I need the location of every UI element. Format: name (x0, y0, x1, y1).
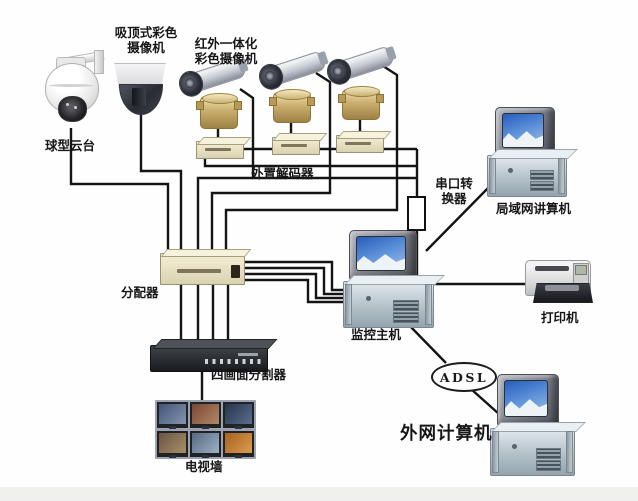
adsl-label: ADSL (439, 369, 489, 385)
tv-monitor (155, 400, 190, 430)
serial-converter-box (407, 196, 426, 231)
case-rail-icon (345, 284, 352, 325)
label-distributor: 分配器 (121, 285, 159, 300)
quad-splitter-box (150, 345, 268, 372)
case-rail-icon (566, 431, 573, 473)
case-vent-icon (393, 312, 419, 323)
ptz-seam-icon (49, 84, 93, 87)
case-rail-icon (558, 158, 565, 194)
wire-host-to-lan (425, 183, 493, 252)
label-quad-splitter: 四画面分割器 (211, 367, 287, 382)
external-case (490, 428, 575, 476)
tv-screen (192, 433, 219, 453)
printer-paper-icon (545, 285, 579, 291)
printer-slot-icon (535, 266, 569, 271)
tv-screen (225, 433, 252, 453)
wire-decoder1-feed (203, 158, 417, 168)
power-button-icon (512, 444, 517, 449)
decoder-text-strip (345, 142, 371, 145)
bottom-strip (0, 487, 638, 501)
wire-dome-to-distributor (139, 104, 183, 255)
tv-screen (192, 404, 219, 424)
case-rail-icon (492, 431, 499, 473)
case-vent-icon (530, 181, 554, 191)
splitter-tag-icon (238, 353, 258, 356)
ptz-lens-icon (58, 96, 87, 122)
tv-monitor (188, 429, 223, 459)
tv-screen (159, 404, 186, 424)
ptz-post-icon (94, 50, 104, 74)
printer-lcd-icon (575, 265, 587, 275)
label-serial-converter: 串口转 换器 (435, 176, 473, 206)
decoder-text-strip (205, 148, 231, 151)
decoder-text-strip (281, 144, 307, 147)
ptz-led-icon (74, 106, 77, 109)
mount-handle-icon (196, 101, 204, 110)
mount-handle-icon (234, 101, 242, 110)
case-rail-icon (489, 158, 496, 194)
wire-cam3-to-distributor (224, 64, 399, 255)
label-lan-computer: 局域网讲算机 (496, 201, 572, 216)
mount-handle-icon (269, 97, 277, 106)
dome-lens-icon (132, 88, 146, 106)
pan-tilt-mount-1 (196, 93, 242, 129)
external-screen (504, 380, 548, 417)
case-vent-icon (393, 300, 419, 311)
lan-screen (502, 113, 544, 148)
wire-cam2-to-distributor (210, 71, 332, 255)
label-printer: 打印机 (541, 310, 579, 325)
splitter-buttons-icon (205, 359, 265, 364)
host-screen (356, 236, 406, 271)
power-button-icon (366, 296, 371, 301)
adsl-node: ADSL (431, 362, 497, 392)
wire-dist-host-4 (242, 278, 345, 304)
pan-tilt-mount-3 (338, 86, 384, 120)
label-tv-wall: 电视墙 (185, 459, 223, 474)
label-ir-cameras: 红外一体化 彩色摄像机 (194, 36, 258, 66)
decoder-box-3 (336, 135, 384, 153)
power-button-icon (508, 168, 513, 173)
label-decoder: 外置解码器 (251, 166, 314, 181)
label-dome-camera: 吸顶式彩色 摄像机 (114, 25, 178, 55)
decoder-box-1 (196, 141, 244, 159)
case-vent-icon (536, 448, 561, 459)
pan-tilt-mount-2 (269, 89, 315, 123)
wire-dist-host-3 (242, 272, 345, 300)
decoder-box-2 (272, 137, 320, 155)
case-vent-icon (536, 460, 561, 471)
distributor-box (160, 253, 245, 285)
label-monitor-host: 监控主机 (351, 327, 402, 342)
host-case (343, 281, 434, 328)
wire-dist-host-2 (242, 266, 345, 296)
tv-monitor (221, 429, 256, 459)
host-monitor (349, 230, 417, 287)
tv-screen (225, 404, 252, 424)
wire-host-to-adsl (406, 322, 447, 364)
mount-handle-icon (338, 94, 346, 103)
external-monitor (497, 374, 559, 433)
distributor-text-strip (177, 269, 221, 273)
tv-screen (159, 433, 186, 453)
tv-monitor (188, 400, 223, 430)
ptz-led-icon (66, 103, 69, 106)
wire-cam1-to-distributor (196, 176, 253, 255)
wire-ball-to-distributor (69, 128, 170, 255)
wire-dist-host-1 (242, 260, 345, 292)
lan-case (487, 155, 567, 197)
case-rail-icon (425, 284, 432, 325)
label-external-computer: 外网计算机 (400, 424, 493, 444)
wire-cam1-video (239, 88, 255, 178)
tv-monitor (221, 400, 256, 430)
mount-handle-icon (307, 97, 315, 106)
label-ball-ptz: 球型云台 (45, 138, 96, 153)
distributor-connector-icon (231, 265, 240, 278)
mount-handle-icon (376, 94, 384, 103)
wire-adsl-to-external (470, 388, 500, 415)
tv-monitor (155, 429, 190, 459)
case-vent-icon (530, 170, 554, 180)
